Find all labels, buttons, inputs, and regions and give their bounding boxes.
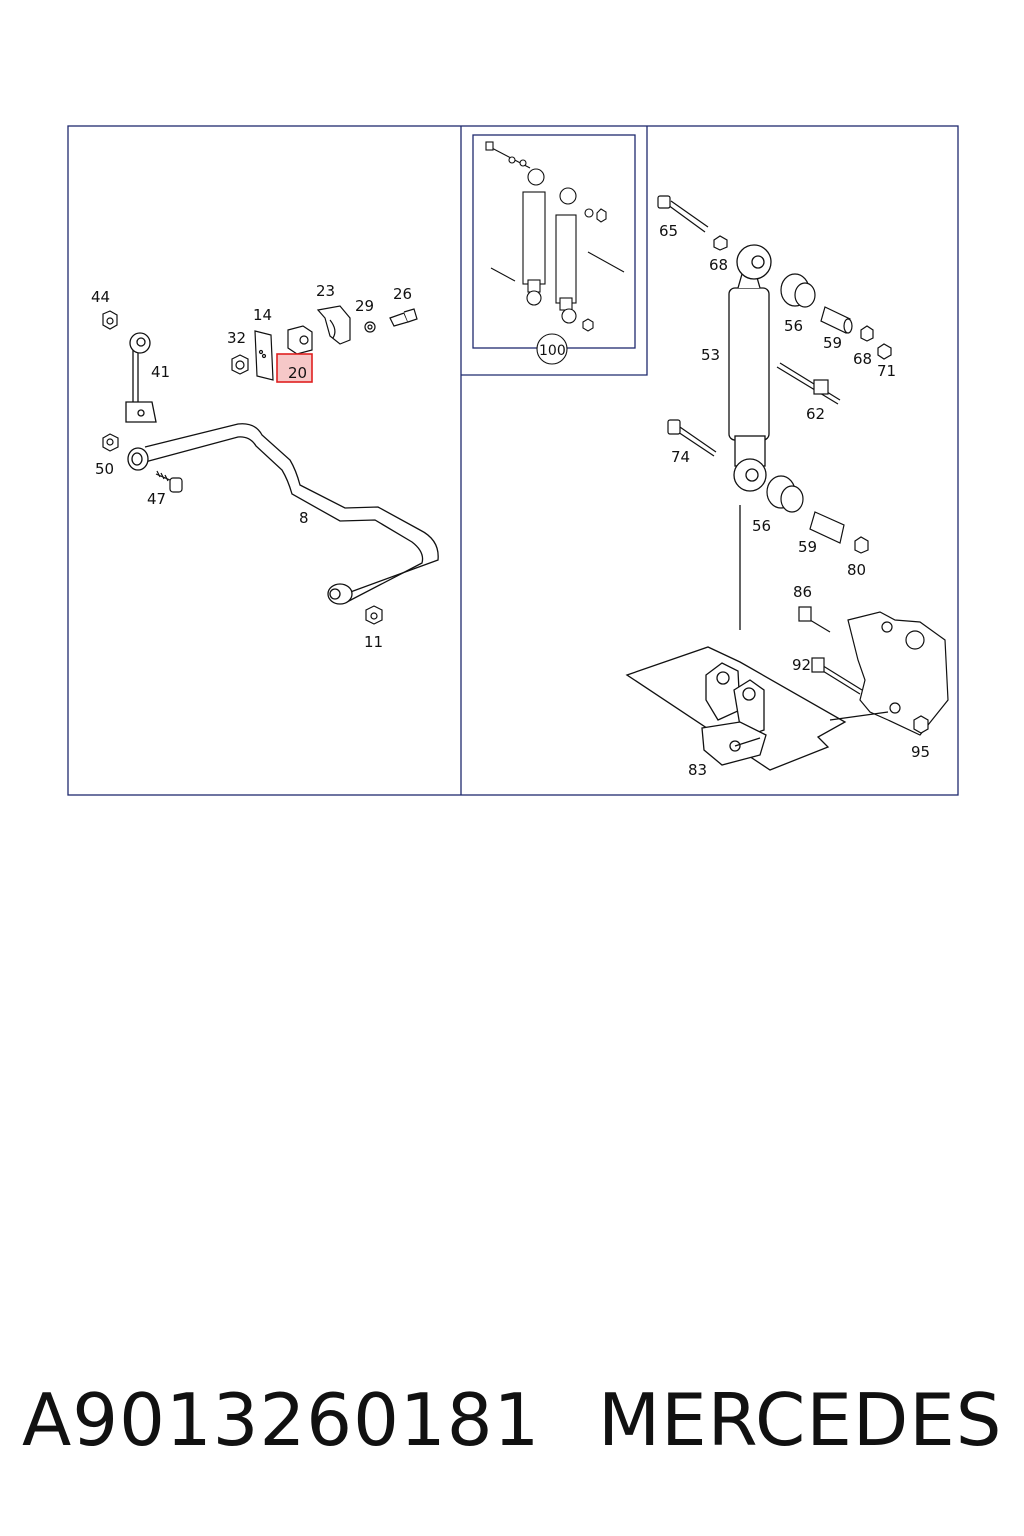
callout-32[interactable]: 32	[227, 329, 246, 347]
callout-50[interactable]: 50	[95, 460, 114, 478]
callout-56-lower[interactable]: 56	[752, 517, 771, 535]
callout-23[interactable]: 23	[316, 282, 335, 300]
callout-26[interactable]: 26	[393, 285, 412, 303]
inset-overview	[485, 141, 625, 365]
small-nuts-left	[102, 310, 383, 625]
callout-53[interactable]: 53	[701, 346, 720, 364]
callout-62[interactable]: 62	[806, 405, 825, 423]
callout-86[interactable]: 86	[793, 583, 812, 601]
part-number: A9013260181	[22, 1378, 541, 1462]
callout-11[interactable]: 11	[364, 633, 383, 651]
stabilizer-bar	[127, 423, 439, 605]
diagram-frame	[67, 125, 959, 796]
callout-65[interactable]: 65	[659, 222, 678, 240]
highlight-box[interactable]	[276, 353, 313, 383]
callout-14[interactable]: 14	[253, 306, 272, 324]
callout-71[interactable]: 71	[877, 362, 896, 380]
callout-8[interactable]: 8	[299, 509, 309, 527]
callout-20[interactable]: 20	[288, 364, 307, 382]
callout-59-upper[interactable]: 59	[823, 334, 842, 352]
lower-bracket	[625, 646, 847, 771]
callout-59-lower[interactable]: 59	[798, 538, 817, 556]
callouts-right: 65 68 56 59 68 71 53 62 74 56 59 80 86 9…	[659, 222, 930, 779]
callout-68-right[interactable]: 68	[853, 350, 872, 368]
callout-41[interactable]: 41	[151, 363, 170, 381]
stabilizer-link	[125, 332, 157, 423]
bushing-clamp-parts	[231, 305, 418, 381]
shock-absorber	[728, 244, 772, 630]
callout-68-upper[interactable]: 68	[709, 256, 728, 274]
axle-housing	[829, 611, 949, 736]
callout-44[interactable]: 44	[91, 288, 110, 306]
callout-29[interactable]: 29	[355, 297, 374, 315]
brand-name: MERCEDES	[598, 1378, 1003, 1462]
caption-bar: A9013260181 MERCEDES	[0, 1370, 1024, 1470]
callout-47[interactable]: 47	[147, 490, 166, 508]
callouts-left: 44 41 50 47 8 11 14 32 20 23 29 26	[91, 282, 412, 651]
callout-80[interactable]: 80	[847, 561, 866, 579]
shock-mount-hardware	[657, 195, 892, 695]
callout-83[interactable]: 83	[688, 761, 707, 779]
parts-diagram: 44 41 50 47 8 11 14 32 20 23 29 26 100	[67, 125, 959, 796]
callout-92[interactable]: 92	[792, 656, 811, 674]
callout-56-upper[interactable]: 56	[784, 317, 803, 335]
callout-95[interactable]: 95	[911, 743, 930, 761]
callout-100[interactable]: 100	[539, 343, 566, 359]
callout-74[interactable]: 74	[671, 448, 690, 466]
